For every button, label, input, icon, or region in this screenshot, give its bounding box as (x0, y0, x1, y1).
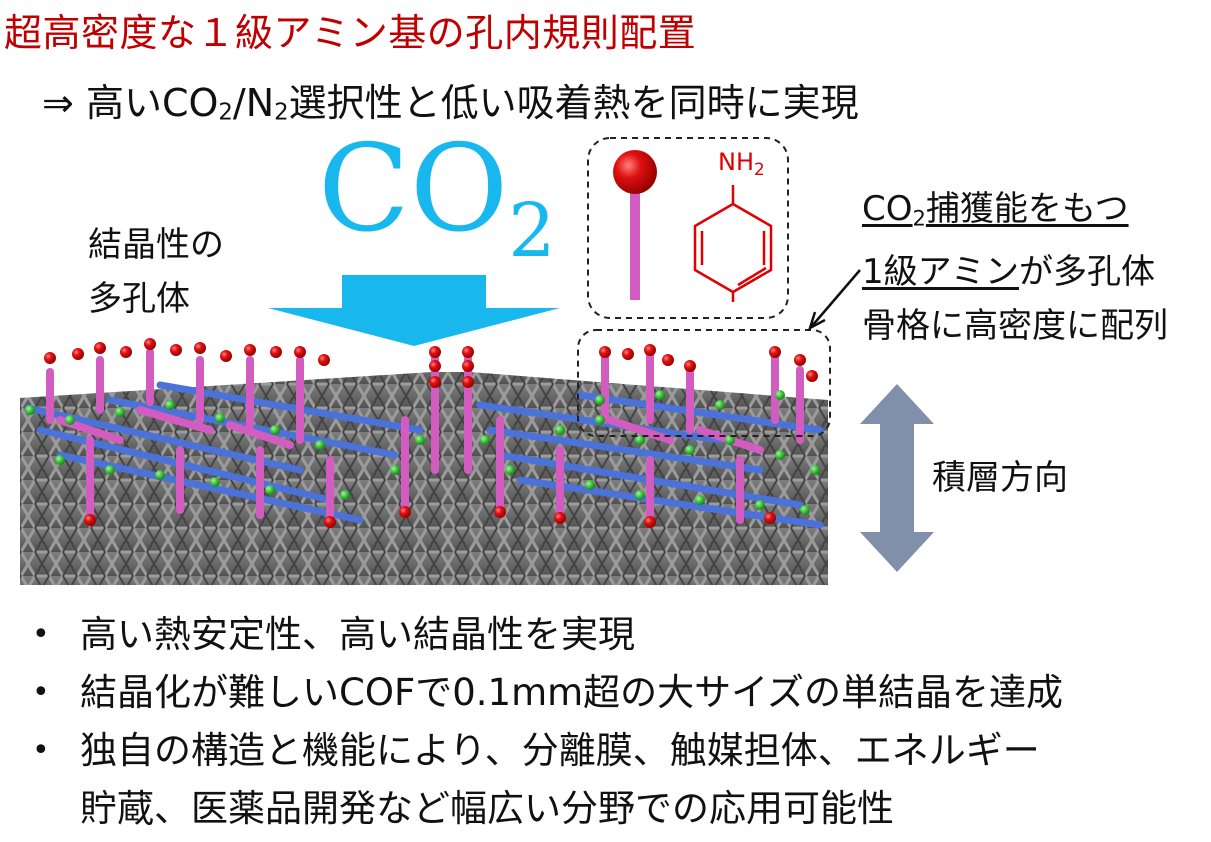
co2-main: CO (318, 120, 509, 259)
aniline-structure (693, 185, 773, 302)
bullet-list: • 高い熱安定性、高い結晶性を実現 • 結晶化が難しいCOFで0.1mm超の大サイズ… (20, 606, 1063, 838)
red-amine-atoms (44, 338, 818, 528)
co2-down-arrow (268, 275, 560, 346)
co2-subscript: 2 (508, 187, 556, 275)
bullet-dot: • (32, 733, 50, 768)
stacking-direction-label: 積層方向 (932, 458, 1068, 498)
bullet-text: 高い熱安定性、高い結晶性を実現 (80, 613, 635, 656)
callout-co2: CO (862, 189, 913, 229)
callout-primary-amine: 1級アミン (862, 252, 1019, 293)
nh2-label: NH2 (718, 148, 765, 179)
subtitle: ⇒ 高いCO2/N2選択性と低い吸着熱を同時に実現 (42, 72, 859, 127)
callout-capture: 捕獲能をもつ (925, 189, 1129, 229)
bullet-text: 貯蔵、医薬品開発など幅広い分野での応用可能性 (80, 787, 894, 830)
amine-callout-text: CO2捕獲能をもつ 1級アミンが多孔体 骨格に高密度に配列 (862, 182, 1168, 353)
ball-stick-amine (613, 150, 657, 300)
callout-line3: 骨格に高密度に配列 (862, 306, 1168, 347)
bullet-dot: • (32, 675, 50, 710)
subtitle-subscript-1: 2 (218, 99, 233, 126)
green-atoms (25, 390, 820, 515)
porous-label-line1: 結晶性の (88, 225, 224, 265)
callout-line1: CO2捕獲能をもつ (862, 182, 1168, 245)
nh2-subscript: 2 (754, 159, 765, 180)
porous-material-label: 結晶性の 多孔体 (88, 218, 224, 326)
bullet-dot: • (32, 617, 50, 652)
framework-highlight-box (577, 329, 831, 437)
porous-label-line2: 多孔体 (88, 279, 190, 319)
callout-pointer-arrow (807, 269, 861, 331)
implies-arrow: ⇒ (42, 81, 74, 125)
subtitle-text-mid: /N (232, 81, 275, 125)
callout-line1-underlined: CO2捕獲能をもつ (862, 189, 1129, 231)
subtitle-text-pre: 高いCO (85, 81, 219, 125)
subtitle-text-post: 選択性と低い吸着熱を同時に実現 (288, 81, 859, 125)
callout-line2-rest: が多孔体 (1018, 252, 1155, 293)
bullet-text: 独自の構造と機能により、分離膜、触媒担体、エネルギー (80, 729, 1040, 772)
linker-layer (24, 348, 824, 529)
bullet-item: • 独自の構造と機能により、分離膜、触媒担体、エネルギー (20, 722, 1063, 780)
stacking-direction-arrow (860, 384, 934, 572)
co2-label: CO2 (318, 130, 556, 268)
callout-line2: 1級アミンが多孔体 (862, 245, 1168, 299)
bullet-text: 結晶化が難しいCOFで0.1mm超の大サイズの単結晶を達成 (80, 671, 1064, 714)
callout-co2-subscript: 2 (912, 205, 926, 231)
amine-model-box (587, 137, 789, 319)
subtitle-subscript-2: 2 (274, 99, 289, 126)
bullet-item-continuation: 貯蔵、医薬品開発など幅広い分野での応用可能性 (20, 780, 1063, 838)
bullet-item: • 結晶化が難しいCOFで0.1mm超の大サイズの単結晶を達成 (20, 664, 1063, 722)
bullet-item: • 高い熱安定性、高い結晶性を実現 (20, 606, 1063, 664)
page-title: 超高密度な１級アミン基の孔内規則配置 (4, 11, 697, 55)
nh2-main: NH (718, 148, 754, 176)
